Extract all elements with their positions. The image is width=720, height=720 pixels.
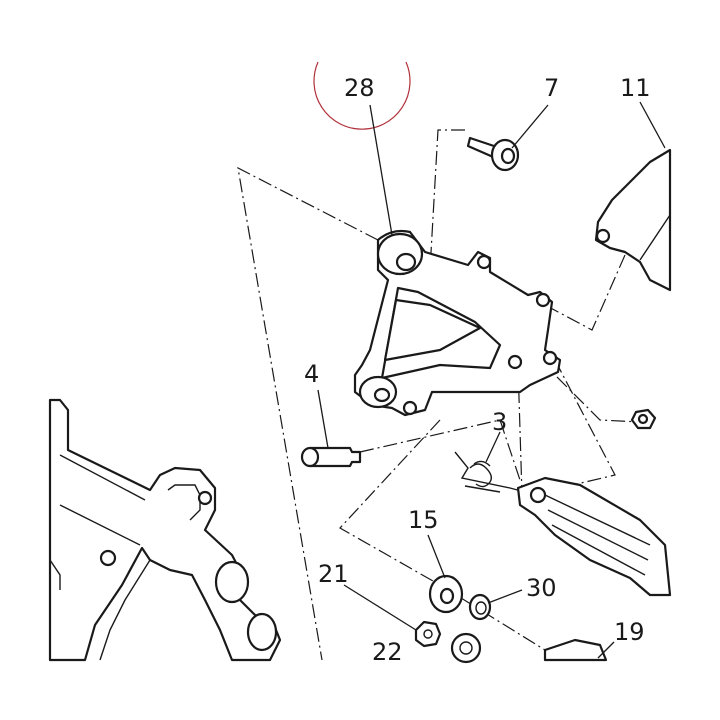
callout-11: 11 [620, 74, 651, 102]
callout-19: 19 [614, 618, 645, 646]
part-19-lever [543, 638, 608, 662]
callout-30: 30 [526, 574, 557, 602]
footpeg-part [516, 476, 672, 597]
callout-21: 21 [318, 560, 349, 588]
callout-7: 7 [544, 74, 559, 102]
callout-labels: 28 7 11 4 3 15 21 30 19 22 [304, 74, 651, 666]
part-30-circlip [468, 593, 492, 621]
callout-3: 3 [492, 408, 507, 436]
callout-15: 15 [408, 506, 439, 534]
callout-4: 4 [304, 360, 319, 388]
highlight-circle [313, 61, 411, 130]
part-22-bushing [450, 632, 482, 664]
part-11-cover [594, 148, 672, 292]
part-3-spring [454, 451, 526, 493]
callout-28: 28 [344, 74, 375, 102]
callout-22: 22 [372, 638, 403, 666]
part-28-bracket [353, 229, 562, 417]
leader-lines [317, 101, 666, 659]
part-21-nut [414, 620, 442, 648]
part-4-pin [300, 446, 362, 468]
part-7-bolt [466, 136, 520, 172]
frame-part [48, 398, 282, 662]
part-15-washer [428, 574, 464, 614]
clip-part [630, 408, 657, 430]
